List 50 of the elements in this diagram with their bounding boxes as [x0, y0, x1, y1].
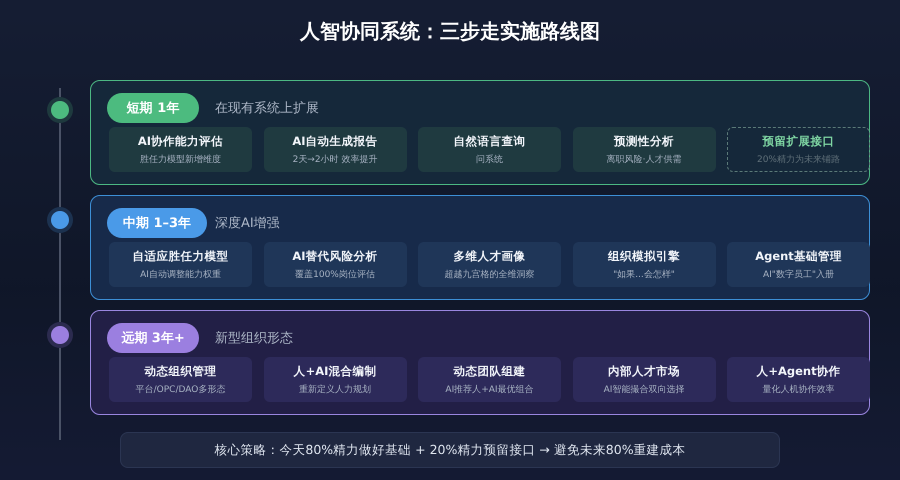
feature-card	[727, 127, 870, 172]
card-subtitle: 2天→2小时 效率提升	[292, 154, 378, 166]
phase-badge: 远期 3年+	[107, 323, 199, 353]
card-subtitle: AI推荐人+AI最优组合	[445, 384, 534, 396]
diagram-title: 人智协同系统：三步走实施路线图	[298, 18, 601, 45]
card-subtitle: 20%精力为未来铺路	[756, 154, 840, 166]
circle-marker	[51, 101, 69, 119]
card-title: 自然语言查询	[454, 134, 526, 148]
card-title: 内部人才市场	[608, 364, 680, 378]
card-title: 预留扩展接口	[762, 134, 834, 148]
card-title: 多维人才画像	[454, 248, 526, 264]
feature-card	[727, 242, 870, 287]
card-subtitle: AI自动调整能力权重	[140, 268, 221, 280]
card-subtitle: 超越九宫格的全维洞察	[444, 268, 534, 280]
card-title: 组织模拟引擎	[608, 248, 680, 264]
card-subtitle: 重新定义人力规划	[299, 384, 371, 396]
card-subtitle: 平台/OPC/DAO多形态	[136, 384, 226, 396]
timeline-line	[59, 123, 61, 207]
card-title: 动态团队组建	[454, 364, 526, 378]
timeline-line	[59, 233, 61, 322]
card-title: 预测性分析	[614, 134, 674, 148]
card-title: 人+Agent协作	[756, 364, 841, 378]
phase-badge: 短期 1年	[107, 93, 199, 123]
card-title: 动态组织管理	[144, 364, 216, 378]
card-subtitle: 离职风险·人才供需	[606, 154, 682, 166]
card-subtitle: 量化人机协作效率	[762, 384, 834, 396]
phase-description: 深度AI增强	[215, 215, 280, 232]
card-subtitle: AI智能撮合双向选择	[604, 384, 684, 396]
strategy-text: 核心策略：今天80%精力做好基础 + 20%精力预留接口 → 避免未来80%重建成本	[214, 442, 686, 458]
circle-marker	[51, 326, 69, 344]
card-title: Agent基础管理	[755, 248, 842, 264]
phase-description: 在现有系统上扩展	[215, 100, 319, 117]
card-subtitle: 问系统	[476, 154, 503, 166]
card-subtitle: "如果...会怎样"	[613, 268, 675, 280]
card-subtitle: 胜任力模型新增维度	[140, 154, 221, 166]
strategy-banner	[120, 432, 780, 468]
card-subtitle: AI"数字员工"入册	[762, 268, 834, 280]
phase-panel	[90, 310, 870, 415]
card-title: AI替代风险分析	[292, 248, 378, 264]
card-title: AI自动生成报告	[292, 134, 378, 148]
feature-card	[727, 357, 870, 402]
card-title: 自适应胜任力模型	[132, 248, 228, 264]
phase-panel	[90, 80, 870, 185]
phase-badge: 中期 1–3年	[107, 208, 207, 238]
card-title: AI协作能力评估	[138, 134, 224, 148]
phase-description: 新型组织形态	[215, 330, 293, 347]
phase-panel	[90, 195, 870, 300]
card-title: 人+AI混合编制	[294, 364, 376, 378]
circle-marker	[51, 211, 69, 229]
card-subtitle: 覆盖100%岗位评估	[295, 268, 375, 280]
